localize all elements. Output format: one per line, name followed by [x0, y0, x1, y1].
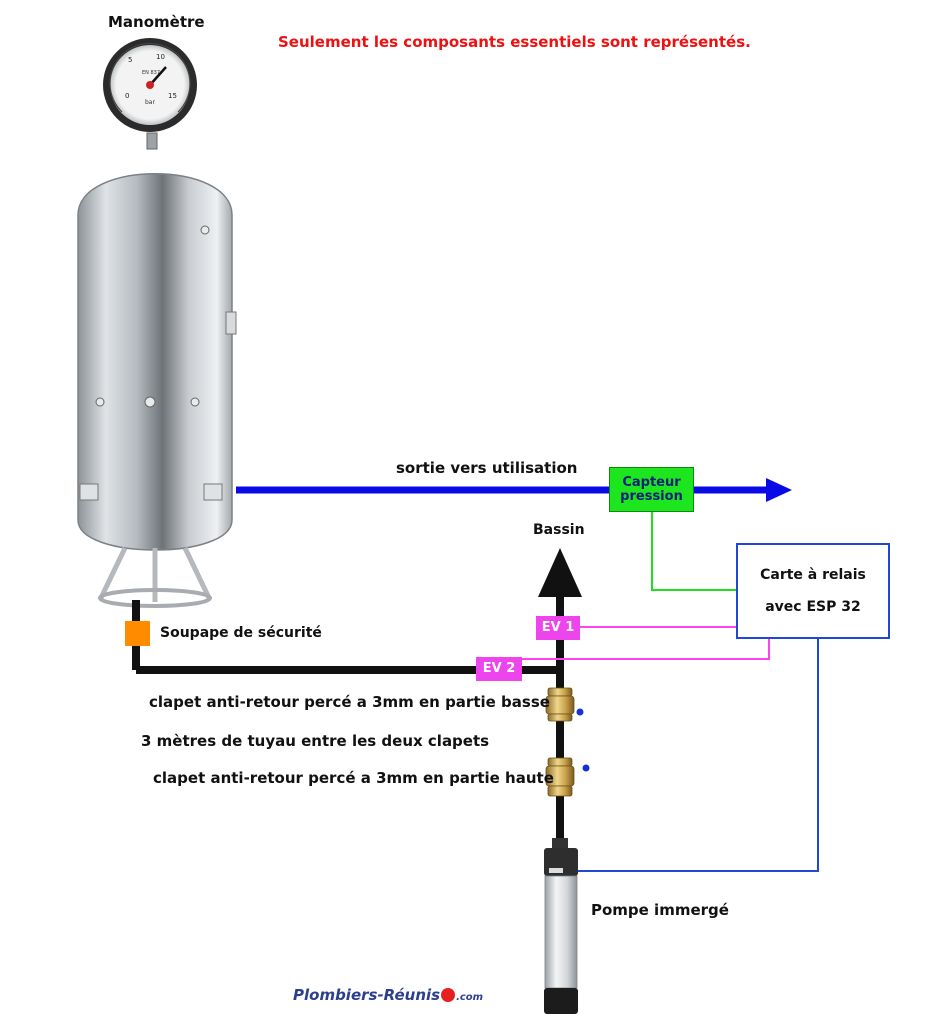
check-valve-high-label: clapet anti-retour percé a 3mm en partie… — [153, 769, 554, 787]
check-valve-low — [545, 687, 575, 722]
gauge-tick-10: 10 — [156, 53, 165, 61]
logo-badge — [441, 988, 456, 1002]
pump-label: Pompe immergé — [591, 901, 729, 919]
low-hole-dot — [576, 708, 584, 716]
manometer-gauge: 0 5 10 15 EN 837 bar — [103, 38, 197, 132]
solenoid-valve-ev1: EV 1 — [536, 616, 580, 640]
submersible-pump — [544, 838, 578, 1014]
outlet-line — [236, 478, 792, 502]
pump-wire — [570, 639, 819, 872]
sensor-label-line1: Capteur — [622, 474, 681, 490]
pressure-sensor: Capteur pression — [609, 467, 694, 512]
sensor-label-line2: pression — [620, 488, 683, 504]
brand-logo: Plombiers-Réunis .com — [293, 986, 483, 1004]
basin-label: Bassin — [533, 522, 585, 538]
basin-arrow — [538, 548, 582, 597]
safety-valve-label: Soupape de sécurité — [160, 625, 322, 641]
relay-label-line1: Carte à relais — [760, 567, 866, 583]
tank-stand — [97, 546, 213, 608]
sensor-wire — [651, 512, 736, 591]
gauge-unit-text: bar — [145, 99, 155, 106]
gauge-tick-5: 5 — [128, 56, 132, 64]
gauge-tick-15: 15 — [168, 92, 177, 100]
logo-text: Plombiers-Réunis — [293, 986, 441, 1004]
notice-text: Seulement les composants essentiels sont… — [278, 33, 751, 51]
logo-suffix: .com — [456, 992, 484, 1003]
relay-board: Carte à relais avec ESP 32 — [736, 543, 890, 639]
outlet-label: sortie vers utilisation — [396, 459, 578, 477]
solenoid-valve-ev2: EV 2 — [476, 657, 522, 681]
pressure-tank — [77, 132, 237, 551]
high-hole-dot — [582, 764, 590, 772]
check-valve-high — [545, 757, 575, 797]
gauge-tick-0: 0 — [125, 92, 129, 100]
pipe-length-label: 3 mètres de tuyau entre les deux clapets — [141, 732, 490, 750]
relay-label-line2: avec ESP 32 — [765, 599, 861, 615]
check-valve-low-label: clapet anti-retour percé a 3mm en partie… — [149, 693, 550, 711]
safety-valve — [125, 621, 150, 646]
gauge-brand-text: EN 837 — [142, 70, 160, 76]
manometer-label: Manomètre — [108, 13, 205, 31]
ev2-wire — [520, 639, 770, 660]
